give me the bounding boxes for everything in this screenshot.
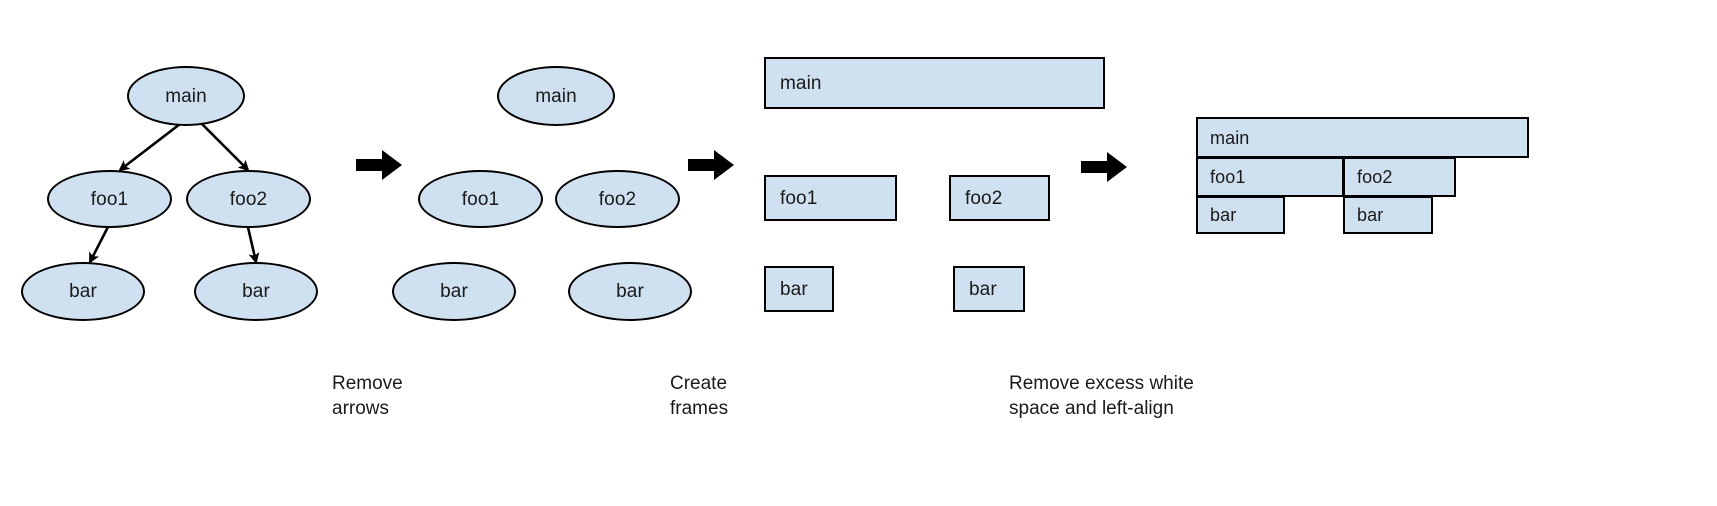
frame-label: bar bbox=[969, 278, 997, 300]
step-arrow-3-icon bbox=[1081, 152, 1127, 182]
flame-label: bar bbox=[1357, 205, 1384, 225]
frame-label: foo1 bbox=[780, 187, 818, 209]
panel2-node-bar2[interactable]: bar bbox=[568, 262, 692, 321]
flame-label: foo1 bbox=[1210, 167, 1246, 187]
panel3-frame-bar1[interactable]: bar bbox=[764, 266, 834, 312]
caption-create-frames: Create frames bbox=[670, 373, 729, 419]
panel1-node-bar1[interactable]: bar bbox=[21, 262, 145, 321]
frame-label: main bbox=[780, 72, 822, 94]
flame-label: foo2 bbox=[1357, 167, 1393, 187]
node-label: foo1 bbox=[90, 188, 129, 210]
node-label: bar bbox=[242, 281, 270, 302]
flame-label: main bbox=[1210, 127, 1250, 148]
node-label: main bbox=[165, 85, 207, 107]
edge-main-to-foo2 bbox=[201, 123, 250, 172]
panel4-flame-foo1[interactable]: foo1 bbox=[1196, 157, 1344, 197]
node-label: foo2 bbox=[598, 188, 637, 210]
panel3-frame-foo2[interactable]: foo2 bbox=[949, 175, 1050, 221]
frame-label: bar bbox=[780, 278, 808, 300]
panel2-node-main[interactable]: main bbox=[497, 66, 615, 126]
edge-foo2-to-bar2 bbox=[245, 222, 260, 264]
panel2-node-bar1[interactable]: bar bbox=[392, 262, 516, 321]
node-label: bar bbox=[440, 281, 468, 302]
frame-label: foo2 bbox=[965, 187, 1003, 209]
panel4-flame-main[interactable]: main bbox=[1196, 117, 1529, 158]
edge-main-to-foo1 bbox=[118, 122, 181, 172]
panel1-node-foo2[interactable]: foo2 bbox=[186, 170, 311, 228]
node-label: foo2 bbox=[229, 188, 268, 210]
panel3-frame-main[interactable]: main bbox=[764, 57, 1105, 109]
panel1-node-bar2[interactable]: bar bbox=[194, 262, 318, 321]
step-arrow-2-icon bbox=[688, 150, 734, 180]
edge-foo1-to-bar1 bbox=[88, 222, 112, 264]
flame-label: bar bbox=[1210, 205, 1237, 225]
panel3-frame-bar2[interactable]: bar bbox=[953, 266, 1025, 312]
panel4-flame-bar1[interactable]: bar bbox=[1196, 196, 1285, 234]
node-label: foo1 bbox=[461, 188, 500, 210]
caption-remove-arrows: Remove arrows bbox=[332, 373, 403, 419]
caption-remove-whitespace: Remove excess white space and left-align bbox=[1009, 373, 1194, 419]
step-arrow-1-icon bbox=[356, 150, 402, 180]
panel4-flame-bar2[interactable]: bar bbox=[1343, 196, 1433, 234]
panel3-frame-foo1[interactable]: foo1 bbox=[764, 175, 897, 221]
panel1-node-foo1[interactable]: foo1 bbox=[47, 170, 172, 228]
panel2-node-foo1[interactable]: foo1 bbox=[418, 170, 543, 228]
panel1-node-main[interactable]: main bbox=[127, 66, 245, 126]
node-label: bar bbox=[616, 281, 644, 302]
panel2-node-foo2[interactable]: foo2 bbox=[555, 170, 680, 228]
node-label: main bbox=[535, 85, 577, 107]
node-label: bar bbox=[69, 281, 97, 302]
panel4-flame-foo2[interactable]: foo2 bbox=[1343, 157, 1456, 197]
